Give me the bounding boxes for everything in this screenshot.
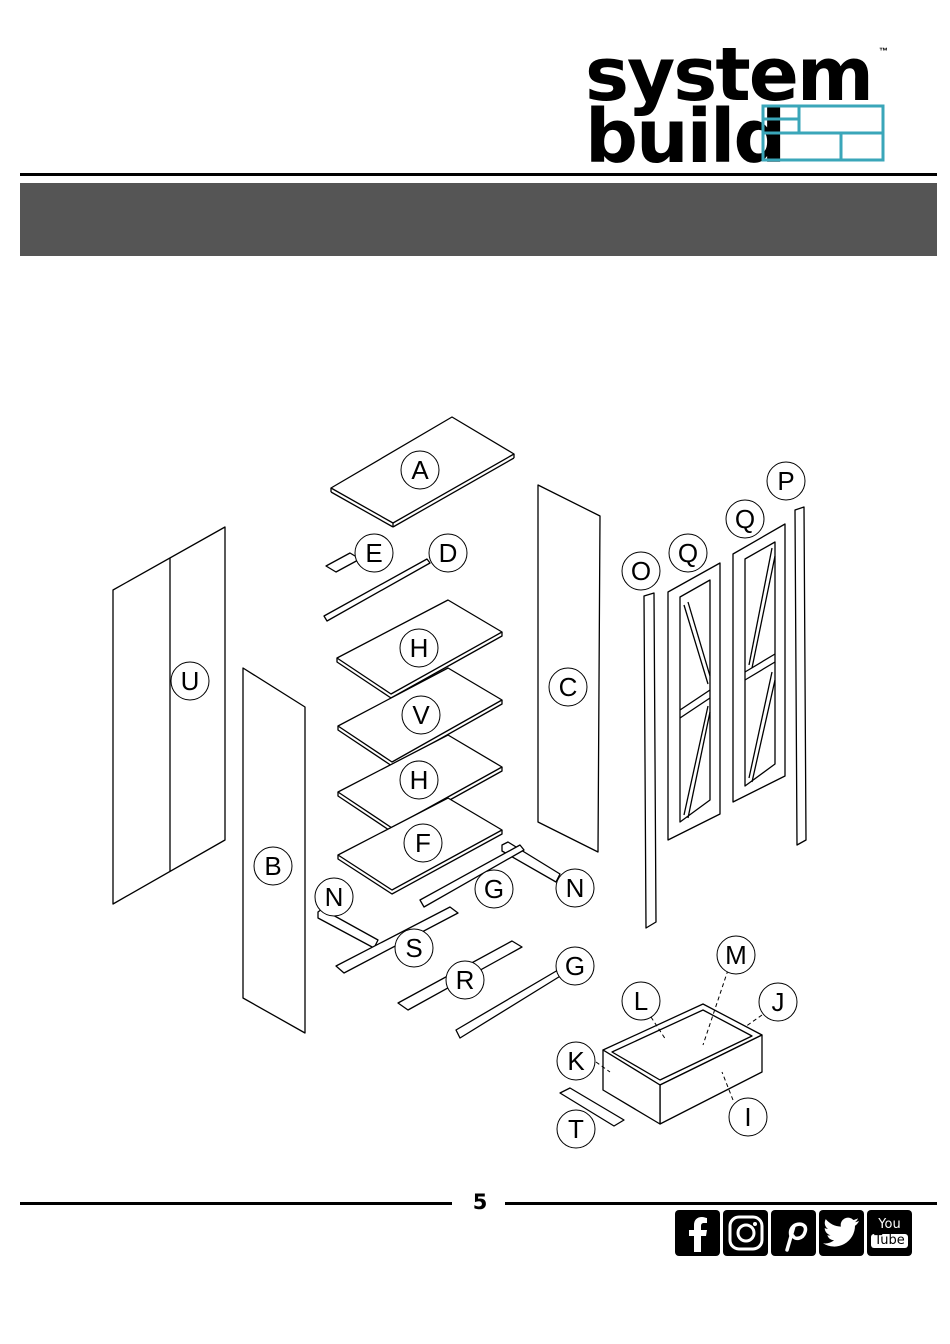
part-label-d: D xyxy=(439,538,458,568)
part-label-p: P xyxy=(777,466,794,496)
title-banner xyxy=(20,183,937,256)
page-number: 5 xyxy=(462,1190,498,1214)
header-divider xyxy=(20,173,937,176)
part-label-e: E xyxy=(365,538,382,568)
part-label-s: S xyxy=(405,933,422,963)
part-p-stile xyxy=(795,507,806,845)
pinterest-icon[interactable] xyxy=(771,1210,816,1256)
footer-divider-left xyxy=(20,1202,452,1205)
social-links: You Tube xyxy=(675,1210,912,1256)
part-label-g: G xyxy=(565,951,585,981)
logo-word-build: build xyxy=(585,100,784,174)
part-label-i: I xyxy=(744,1102,751,1132)
youtube-label-you: You xyxy=(871,1218,907,1233)
part-label-b: B xyxy=(264,851,281,881)
part-o-stile xyxy=(644,593,656,928)
logo-trademark: ™ xyxy=(879,46,888,56)
part-label-c: C xyxy=(559,672,578,702)
instagram-icon[interactable] xyxy=(723,1210,768,1256)
part-label-q: Q xyxy=(678,538,698,568)
part-label-l: L xyxy=(634,986,648,1016)
part-label-h: H xyxy=(410,633,429,663)
part-label-u: U xyxy=(181,666,200,696)
part-n-right-rail xyxy=(502,842,560,882)
part-label-o: O xyxy=(631,556,651,586)
part-label-h: H xyxy=(410,765,429,795)
part-label-a: A xyxy=(411,455,429,485)
youtube-label-tube: Tube xyxy=(871,1234,907,1249)
logo-shelf-grid-icon xyxy=(761,104,885,162)
part-label-j: J xyxy=(772,987,785,1017)
facebook-icon[interactable] xyxy=(675,1210,720,1256)
part-label-n: N xyxy=(566,873,585,903)
part-label-r: R xyxy=(456,965,475,995)
brand-logo: system build ™ xyxy=(585,38,905,168)
part-label-g: G xyxy=(484,874,504,904)
part-u-back-panel xyxy=(113,527,225,904)
twitter-icon[interactable] xyxy=(819,1210,864,1256)
part-label-t: T xyxy=(568,1114,584,1144)
part-label-q: Q xyxy=(735,504,755,534)
part-label-v: V xyxy=(412,700,430,730)
part-label-n: N xyxy=(325,882,344,912)
part-q-door-right xyxy=(733,524,785,802)
footer-divider-right xyxy=(505,1202,937,1205)
part-label-f: F xyxy=(415,828,431,858)
part-q-door-left xyxy=(668,563,720,840)
part-label-m: M xyxy=(725,940,747,970)
part-label-k: K xyxy=(567,1046,585,1076)
youtube-icon[interactable]: You Tube xyxy=(867,1210,912,1256)
